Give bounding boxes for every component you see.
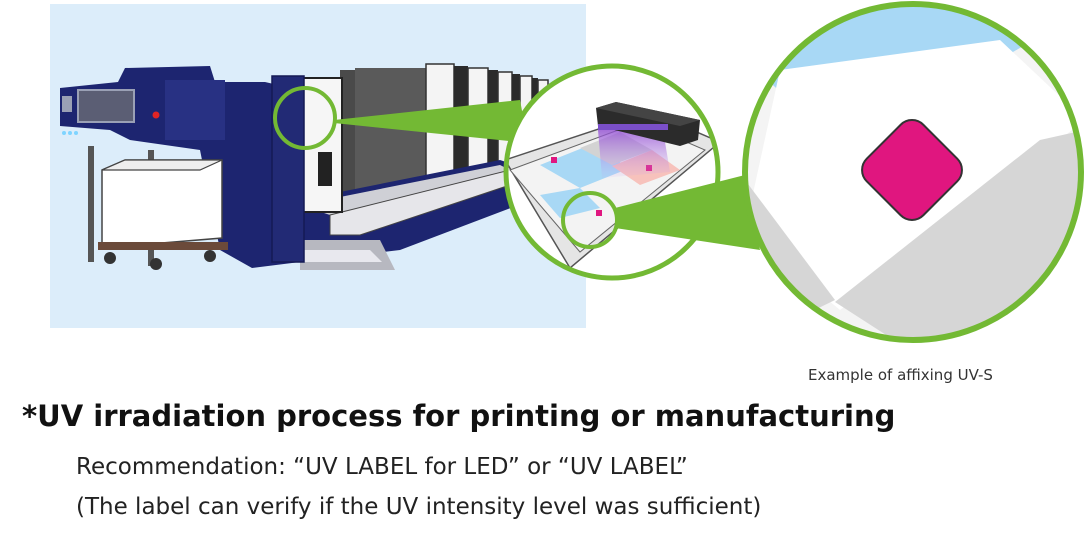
zoom-circle-uv-label	[742, 1, 1084, 343]
connector-beam-1	[334, 100, 528, 143]
highlight-circle-machine	[273, 86, 337, 150]
uv-label-sticker	[861, 119, 963, 221]
zoom-circle-press-sheet	[503, 63, 721, 281]
note-text: (The label can verify if the UV intensit…	[76, 494, 762, 520]
recommendation-text: Recommendation: “UV LABEL for LED” or “U…	[76, 454, 688, 480]
connector-beam-2	[615, 175, 760, 250]
figure-caption: Example of affixing UV-S	[808, 366, 993, 384]
printing-process-illustration	[50, 1, 1084, 343]
section-heading: *UV irradiation process for printing or …	[22, 399, 896, 433]
